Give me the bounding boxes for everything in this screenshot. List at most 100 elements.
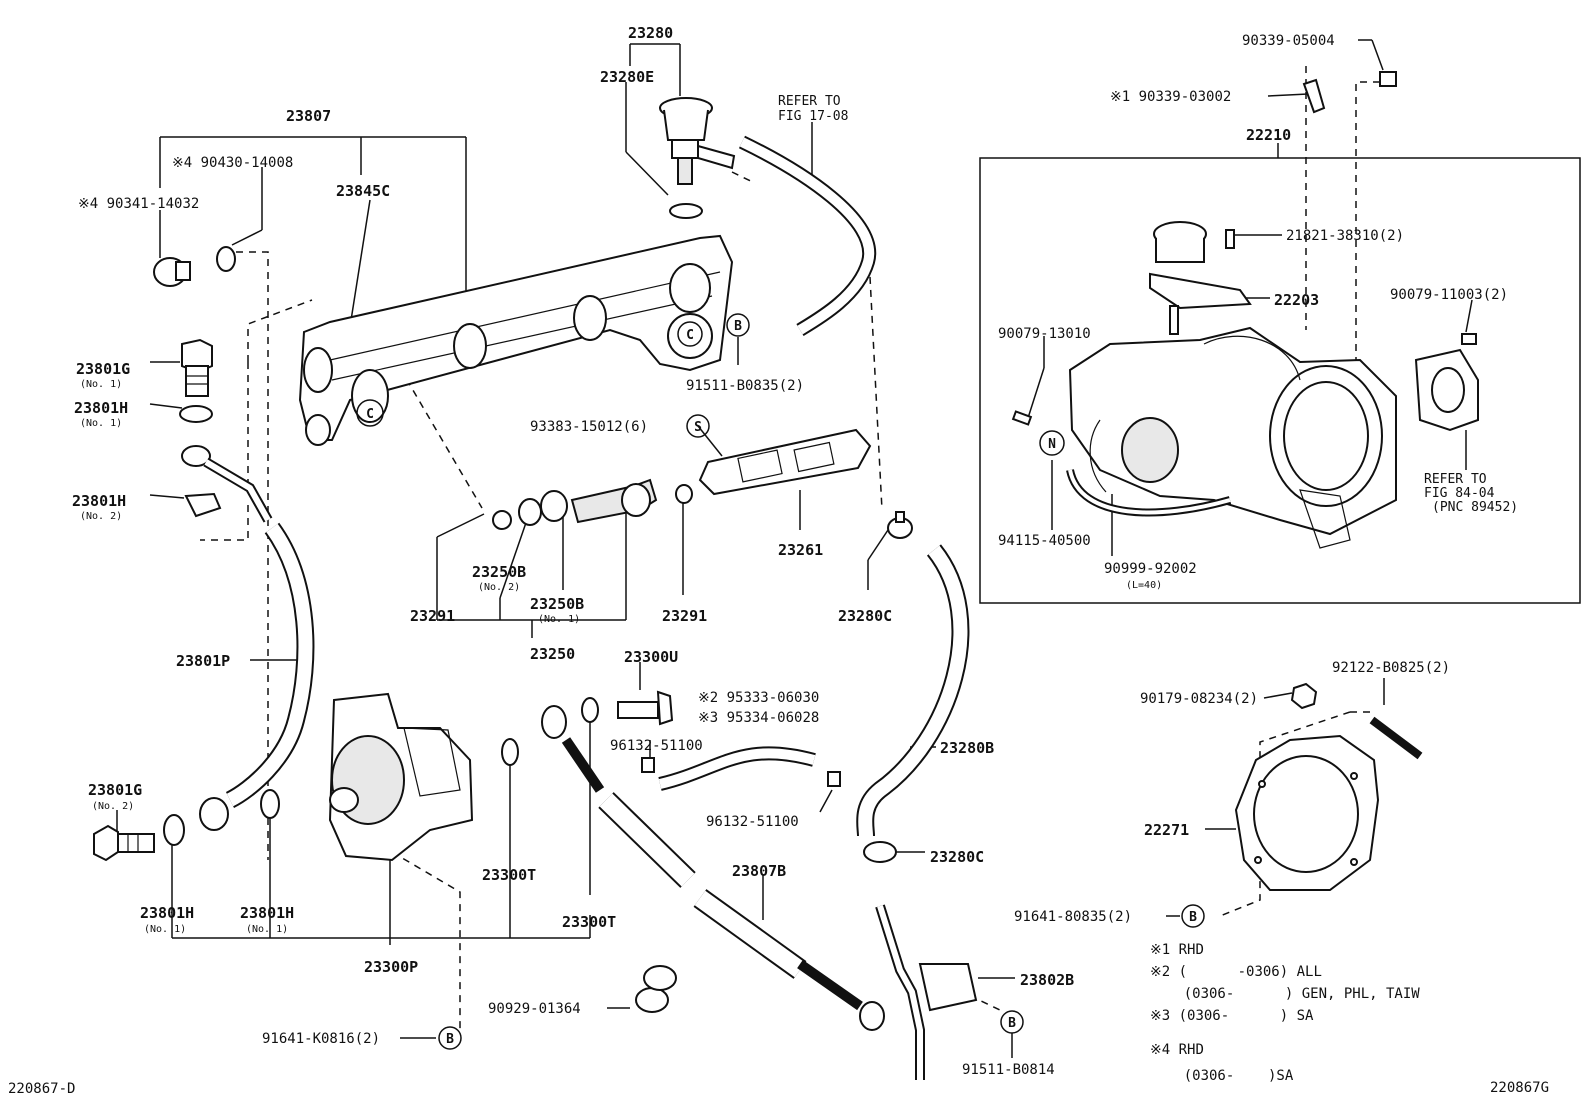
label-91641-K0816: 91641-K0816(2) [262, 1031, 380, 1047]
label-90999-92002: 90999-92002 [1104, 561, 1197, 577]
label-22271: 22271 [1144, 821, 1189, 839]
label-23801H-no2: 23801H [72, 492, 126, 510]
label-90929-01364: 90929-01364 [488, 1001, 581, 1017]
marker-C-23807-b: C [677, 321, 703, 347]
marker-N-94115: N [1039, 430, 1065, 456]
label-23280: 23280 [628, 24, 673, 42]
label-23807B: 23807B [732, 862, 786, 880]
union-bolt-23801G-no1 [181, 338, 213, 397]
label-23280E: 23280E [600, 68, 654, 86]
clip-96132-b [827, 771, 841, 787]
label-23300T-a: 23300T [482, 866, 536, 884]
label-22203: 22203 [1274, 291, 1319, 309]
marker-S-93383: S [686, 414, 710, 438]
gasket-23801H-no1 [179, 405, 213, 423]
marker-B-91641-K0816: B [438, 1026, 462, 1050]
marker-B-91511-B0835: B [726, 313, 750, 337]
svg-text:B: B [446, 1032, 454, 1047]
gasket-22271 [1234, 734, 1380, 891]
label-93383-15012: 93383-15012(6) [530, 419, 648, 435]
label-23801H-b2: 23801H [240, 904, 294, 922]
svg-text:B: B [734, 319, 742, 334]
gasket-23300T-b [581, 697, 599, 723]
label-23801H-no1: 23801H [74, 399, 128, 417]
svg-text:B: B [1008, 1016, 1016, 1031]
throttle-body-group-box [979, 157, 1581, 604]
label-96132-51100-b: 96132-51100 [706, 814, 799, 830]
label-95334-06028: ※3 95334-06028 [698, 710, 819, 726]
label-refer-17-08-a: REFER TO [778, 94, 841, 109]
gasket-23801H-b1 [163, 814, 185, 846]
label-92122-B0825: 92122-B0825(2) [1332, 660, 1450, 676]
label-90341-14032: ※4 90341-14032 [78, 196, 199, 212]
label-23801G-no1-sub: (No. 1) [80, 379, 122, 390]
label-23250B-no1-sub: (No. 1) [538, 614, 580, 625]
label-refer-84-04-b: FIG 84-04 [1424, 486, 1495, 501]
label-23280B: 23280B [940, 739, 994, 757]
label-23801P: 23801P [176, 652, 230, 670]
label-23807: 23807 [286, 107, 331, 125]
gasket-23300T-a [501, 738, 519, 766]
label-96132-51100-a: 96132-51100 [610, 738, 703, 754]
label-23250B-no1: 23250B [530, 595, 584, 613]
fuel-pipe-23802B [875, 904, 978, 1080]
fuel-delivery-pipe-23807 [298, 234, 734, 446]
label-23291-right: 23291 [662, 607, 707, 625]
label-23801H-no1-sub: (No. 1) [80, 418, 122, 429]
note-2: ※2 ( -0306) ALL [1150, 964, 1322, 980]
note-1: ※1 RHD [1150, 942, 1204, 958]
label-23250: 23250 [530, 645, 575, 663]
note-5: ※4 RHD [1150, 1042, 1204, 1058]
label-23250B-no2-sub: (No. 2) [478, 582, 520, 593]
label-94115-40500: 94115-40500 [998, 533, 1091, 549]
marker-C-23807-a: C [356, 399, 384, 427]
note-4: ※3 (0306- ) SA [1150, 1008, 1314, 1024]
clamp-23280C-top [887, 511, 913, 539]
leader-lines [116, 39, 1473, 1058]
svg-text:N: N [1048, 437, 1056, 452]
label-23250B-no2: 23250B [472, 563, 526, 581]
diagram-id-right: 220867G [1490, 1080, 1549, 1096]
label-23801H-no2-sub: (No. 2) [80, 511, 122, 522]
pin-90339-03002 [1302, 78, 1326, 114]
label-refer-84-04-a: REFER TO [1424, 472, 1487, 487]
note-3: (0306- ) GEN, PHL, TAIW [1150, 986, 1420, 1002]
throttle-body-22210 [1066, 326, 1397, 549]
label-90079-11003: 90079-11003(2) [1390, 287, 1508, 303]
idle-speed-valve [1414, 348, 1479, 432]
label-90999-92002-sub: (L=40) [1126, 580, 1162, 591]
label-90179-08234: 90179-08234(2) [1140, 691, 1258, 707]
gasket-23801H-b2 [260, 789, 280, 819]
union-bolt-23300U [617, 690, 674, 726]
return-hose [738, 135, 877, 337]
screw-21821 [1225, 229, 1235, 249]
stud-92122 [1369, 716, 1423, 760]
svg-text:B: B [1189, 910, 1197, 925]
marker-B-91641-80835: B [1181, 904, 1205, 928]
label-23801H-b1: 23801H [140, 904, 194, 922]
diagram-id-left: 220867-D [8, 1081, 75, 1097]
screw-90079-11003 [1461, 333, 1477, 345]
label-23801H-b2-sub: (No. 1) [246, 924, 288, 935]
dashpot-22203 [1149, 221, 1252, 335]
clip-96132-a [641, 757, 655, 773]
injector-23250 [492, 478, 693, 530]
label-22210: 22210 [1246, 126, 1291, 144]
label-23801G-no1: 23801G [76, 360, 130, 378]
pulsation-damper-23300P [328, 692, 474, 862]
label-91511-B0814: 91511-B0814 [962, 1062, 1055, 1078]
pressure-regulator-23280 [659, 97, 736, 219]
gasket-90430 [216, 246, 236, 272]
label-95333-06030: ※2 95333-06030 [698, 690, 819, 706]
notes-block: ※1 RHD ※2 ( -0306) ALL (0306- ) GEN, PHL… [1150, 942, 1420, 1084]
label-21821-38310: 21821-38310(2) [1286, 228, 1404, 244]
label-refer-84-04-c: (PNC 89452) [1432, 500, 1518, 515]
svg-text:S: S [694, 420, 702, 435]
svg-text:C: C [366, 407, 374, 422]
svg-text:C: C [686, 328, 694, 343]
clamp-23280C-bottom [863, 841, 897, 863]
label-23845C: 23845C [336, 182, 390, 200]
label-91641-80835: 91641-80835(2) [1014, 909, 1132, 925]
nut-90179 [1290, 682, 1318, 710]
